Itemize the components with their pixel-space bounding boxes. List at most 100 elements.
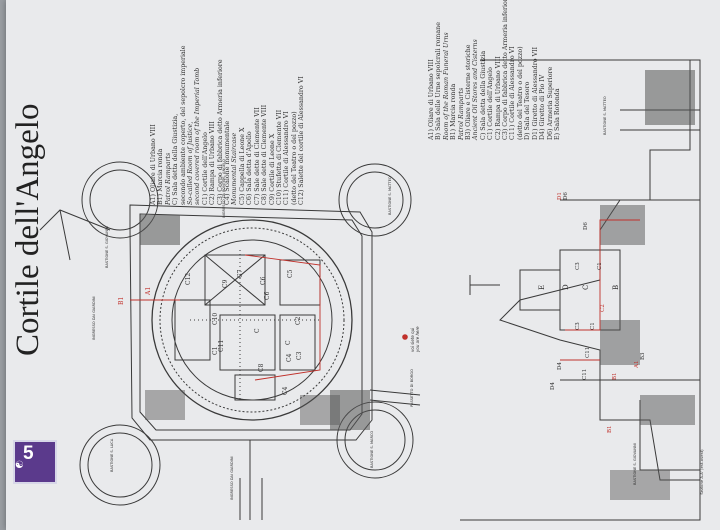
entrance-label-passetto: PASSETTO DI BORGO <box>410 369 414 407</box>
section-label-c3-2: C3 <box>575 262 581 270</box>
section-label-c: C <box>582 284 590 290</box>
section-label-a1: A1 <box>634 360 640 368</box>
section-label-d6-2: D6 <box>583 222 589 230</box>
section-label-d4-2: D4 <box>557 362 563 370</box>
section-label-e: E <box>538 284 546 290</box>
legend-item: Ancient Oil Stores and Cisterns <box>472 39 480 140</box>
legend-item: C4) Scalone monumentale <box>224 120 232 205</box>
legend-item: (detto del Teatro o del pozzo) <box>290 111 298 205</box>
legend-item: C7) Sale dette di Clemente VII <box>253 107 261 205</box>
plan-label-c3: C3 <box>296 351 303 360</box>
bastion-label-s-luca: BASTIONE S. LUCA <box>110 438 114 472</box>
audio-guide-badge <box>13 440 57 484</box>
plan-label-c10: C10 <box>212 312 219 325</box>
legend-item: Patrol Ramparts <box>164 152 172 205</box>
legend-item: C5) Cappella di Leone X <box>238 127 246 205</box>
route-plan <box>130 254 321 381</box>
section-label-d6: D6 <box>563 192 569 200</box>
plan-label-b1: B1 <box>118 296 125 305</box>
legend-item: C1) Cortile dell'Angelo <box>201 132 209 205</box>
outer-rampart <box>129 204 373 441</box>
legend-item: D6) Armeria Superiore <box>546 66 554 140</box>
legend-item: C9) Cortile di Leone X <box>268 133 276 205</box>
legend-item: A1) Oliare di Urbano VIII <box>150 124 157 205</box>
plan-label-c8: C8 <box>258 363 265 372</box>
bastion-s-matteo <box>338 163 412 237</box>
legend-item: C12) Salette del cortile di Alessandro V… <box>298 76 306 205</box>
bastion-s-luca <box>79 424 161 506</box>
section-label-d: D <box>562 284 570 290</box>
legend-item: C) Sala detta della Giustizia, <box>172 113 180 205</box>
legend-item: B1) Marcia ronda <box>450 83 458 140</box>
section-label-c1: C1 <box>590 322 596 330</box>
section-label-b1: B1 <box>607 425 613 433</box>
legend-item: second covered room of the Imperial Tomb <box>194 67 202 205</box>
plan-label-c6: C6 <box>260 276 267 285</box>
entrance-label-giardini-2: INGRESSO DAI GIARDINI <box>230 456 234 500</box>
section-label-b1-2: B1 <box>612 372 618 380</box>
bastion-label-s-marco: BASTIONE S. MARCO <box>370 430 374 468</box>
plan-label-c4-2: C4 <box>286 353 293 362</box>
legend-item: C3) Corpo di fabbrica detto Armeria infe… <box>502 0 510 140</box>
legend-item: C2) Rampa di Urbano VIII <box>494 56 502 140</box>
legend-item: E) Sala Rotonda <box>553 88 561 140</box>
plan-label-c12: C12 <box>185 272 192 285</box>
you-are-here-label: voi siete qui you are here <box>410 326 420 352</box>
plan-label-c: C <box>254 328 261 333</box>
legend-item: D1) Giretto di Alessandro VII <box>531 46 539 140</box>
bastion-label-s-matteo-section: BASTIONE S. MATTEO <box>603 96 607 135</box>
legend-item: Room of the Roman Funeral Urns <box>442 32 450 140</box>
plan-label-c7: C7 <box>237 269 244 278</box>
legend-item: C3) Corpo di fabbrica detto Armeria infe… <box>216 59 224 205</box>
section-profile <box>499 60 700 481</box>
plan-label-c-2: C <box>285 340 292 345</box>
legend-item: B1) Marcia ronda <box>157 148 165 205</box>
legend-item: secondo ambiente coperto, del sepolcro i… <box>179 45 187 205</box>
court-of-angel <box>204 254 266 306</box>
route-section <box>560 219 640 361</box>
you-are-here-en: you are here <box>415 326 420 352</box>
section-label-c11: C11 <box>585 346 591 358</box>
legend-item: (detto del Teatro o del pozzo) <box>516 46 524 140</box>
plan-label-c6-2: C6 <box>264 291 271 300</box>
bastion-label-s-matteo: BASTIONE S. MATTEO <box>388 176 392 215</box>
plan-label-a1: A1 <box>145 286 152 295</box>
legend-item: C6) Sala detta d'Apollo <box>246 131 254 205</box>
legend-item: C1) Cortile dell'Angelo <box>487 67 495 140</box>
legend-item: D4) Giretto di Pio IV <box>539 74 547 140</box>
section-label-d4: D4 <box>550 382 556 390</box>
bastion-s-giovanni <box>81 161 159 239</box>
section-label-c3: C3 <box>575 322 581 330</box>
mausoleum-drum <box>151 219 353 421</box>
badge-number: 5 <box>23 443 34 464</box>
section-ground <box>460 59 701 521</box>
legend-item: C11) Cortile di Alessandro VI <box>509 46 517 140</box>
plan-label-c2: C2 <box>295 316 302 325</box>
legend-item: C10) Stufetta di Clemente VII <box>275 109 283 205</box>
plan-label-c9: C9 <box>222 279 229 288</box>
bastion-label-s-giovanni: BASTIONE S. GIOVANNI <box>105 226 109 268</box>
legend-item: D) Sala del Tesoro <box>524 81 532 140</box>
legend-item: Patrol Ramparts <box>457 87 465 140</box>
section-label-c11-2: C11 <box>582 368 588 380</box>
plan-label-c4: C4 <box>282 386 289 395</box>
legend-item: Monumental Staircase <box>231 132 239 205</box>
bastion-s-marco <box>336 401 414 479</box>
legend-item: C11) Cortile di Alessandro VI <box>283 111 291 205</box>
section-label-c2: C2 <box>600 304 606 312</box>
plan-label-c11: C11 <box>218 339 225 352</box>
section-label-c1-2: C1 <box>597 262 603 270</box>
legend-item: C2) Rampa di Urbano VIII <box>209 121 217 205</box>
legend-item: B) Sala delle Urne sepolcrali romane <box>435 22 443 140</box>
bastion-label-s-giovanni-section: BASTIONE S. GIOVANNI <box>633 443 637 485</box>
section-caption: Sezione A-A' (est-ovest) <box>699 449 704 495</box>
you-are-here-marker <box>402 334 408 340</box>
plan-label-c5: C5 <box>287 269 294 278</box>
audio-guide-icon: ☯ <box>15 460 24 471</box>
legend-item: C8) Sale dette di Clemente VIII <box>261 104 269 205</box>
entrance-label-giardini: INGRESSO DAI GIARDINI <box>92 296 96 340</box>
